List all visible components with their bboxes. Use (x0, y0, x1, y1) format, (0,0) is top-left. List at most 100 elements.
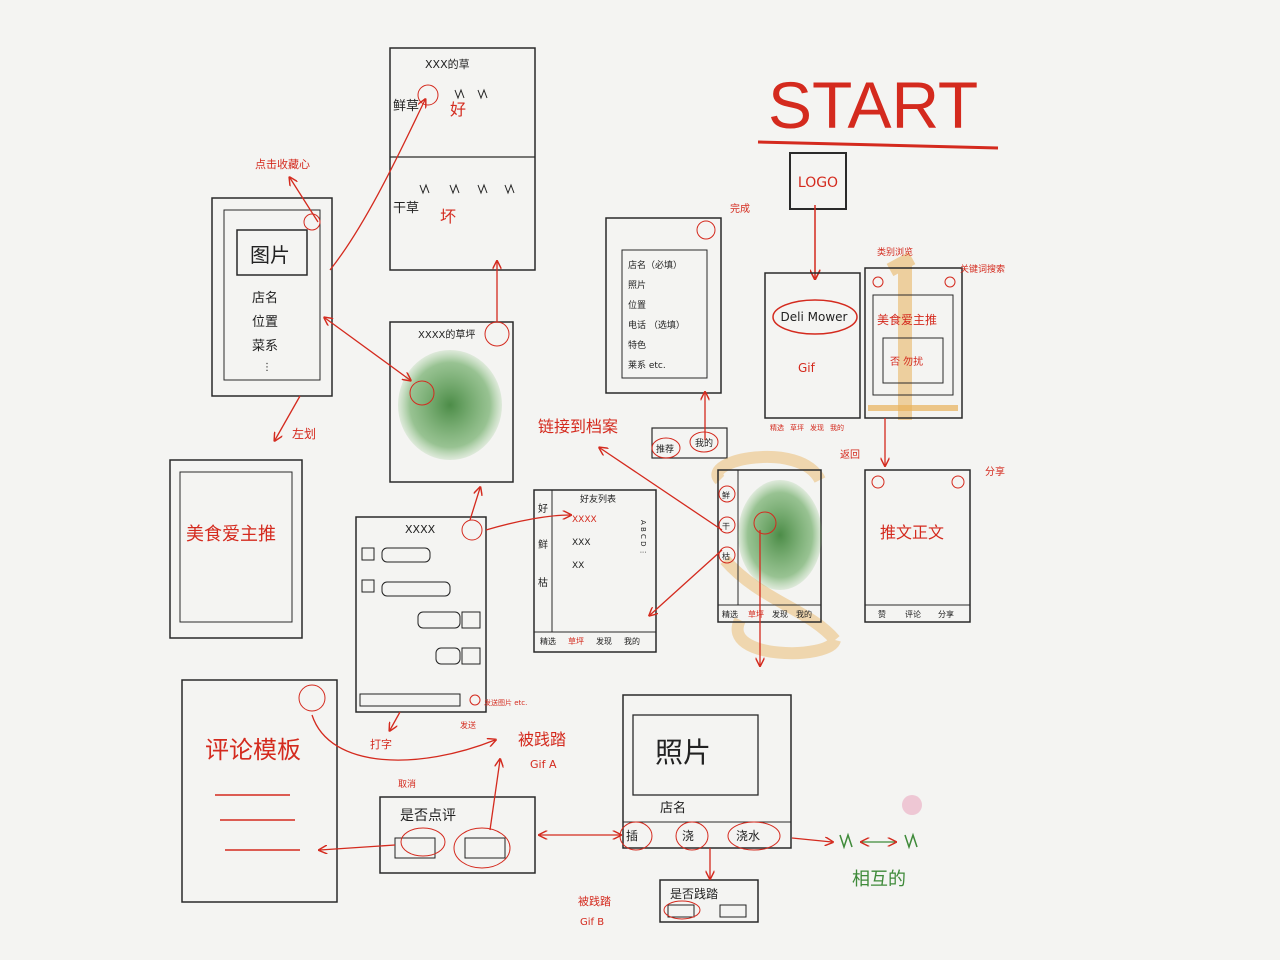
grass-mid-title: XXXX的草坪 (418, 328, 475, 341)
logo-box (789, 152, 847, 210)
svg-text:枯: 枯 (722, 551, 730, 561)
tweet-back: 返回 (840, 449, 860, 461)
svg-text:鲜草: 鲜草 (393, 99, 419, 114)
category-icon[interactable] (872, 276, 884, 288)
svg-text:干: 干 (722, 522, 730, 531)
svg-text:XX: XX (572, 561, 584, 571)
confirm-trample-text: 是否践踏 (670, 887, 718, 901)
tweet-body: 推文正文 (880, 523, 944, 542)
grass-mid-panel (389, 321, 514, 483)
review-done-icon[interactable] (298, 684, 326, 712)
confirm-trample-box (659, 879, 759, 923)
trample-text: 被践踏 (518, 730, 566, 749)
svg-text:莱系 etc.: 莱系 etc. (628, 359, 666, 371)
svg-text:A B C D ⋮: A B C D ⋮ (639, 520, 647, 556)
svg-text:我的: 我的 (624, 636, 640, 646)
svg-text:坏: 坏 (440, 207, 456, 226)
search-icon[interactable] (944, 276, 956, 288)
svg-text:店名: 店名 (252, 290, 278, 306)
edit-panel (605, 217, 722, 394)
svg-text:XXX: XXX (572, 538, 591, 548)
chat-typing: 打字 (370, 737, 392, 751)
splash-screen (764, 272, 861, 419)
svg-text:发现: 发现 (810, 423, 824, 432)
favorite-icon[interactable] (303, 213, 321, 231)
category-note: 类别浏览 (877, 246, 913, 258)
logo-label: LOGO (798, 175, 838, 191)
confirm-review-box (379, 796, 536, 874)
photo-card (622, 694, 792, 849)
svg-text:特色: 特色 (628, 339, 646, 351)
favorite-note: 点击收藏心 (255, 157, 310, 171)
svg-text:电话 （选填）: 电话 （选填） (628, 319, 685, 331)
confirm-trample-gif: Gif B (580, 917, 604, 928)
confirm-review-cancel: 取消 (398, 778, 416, 790)
grass-top-panel (389, 47, 536, 271)
svg-text:⋮: ⋮ (262, 362, 272, 373)
chat-panel (355, 516, 487, 713)
svg-text:好: 好 (538, 503, 548, 515)
link-note: 链接到档案 (538, 417, 618, 436)
done-icon[interactable] (696, 220, 716, 240)
trample-gif: Gif A (530, 758, 557, 771)
svg-text:我的: 我的 (796, 609, 812, 619)
home-title: 美食爱主推 (877, 312, 937, 327)
mutual-text: 相互的 (852, 869, 906, 890)
tweet-share: 分享 (985, 465, 1005, 478)
friends-title: 好友列表 (580, 493, 616, 505)
confirm-review-text: 是否点评 (400, 808, 456, 824)
chat-send: 发送 (460, 720, 476, 730)
photo-card-photo: 照片 (655, 736, 711, 769)
home-badge: 否 勿扰 (890, 355, 923, 368)
svg-text:赞: 赞 (878, 609, 886, 619)
svg-text:插[interactable]: 插 (626, 829, 638, 843)
chat-more: 发送图片 etc. (484, 698, 527, 707)
svg-text:精选: 精选 (770, 423, 784, 432)
friends-panel (533, 489, 657, 653)
svg-text:评论: 评论 (905, 609, 921, 619)
photo-card-name: 店名 (660, 800, 686, 816)
svg-text:浇[interactable]: 浇 (682, 829, 694, 843)
svg-text:浇水[interactable]: 浇水 (736, 829, 760, 843)
svg-text:位置: 位置 (628, 299, 646, 311)
svg-text:草坪: 草坪 (790, 423, 804, 432)
svg-text:枯: 枯 (538, 576, 548, 589)
svg-text:草坪: 草坪 (568, 636, 584, 646)
svg-text:位置: 位置 (252, 315, 278, 330)
svg-text:发现: 发现 (772, 609, 788, 619)
review-template-title: 评论模板 (205, 736, 301, 764)
splash-tabs: 精选 草坪 发现 我的 (770, 423, 844, 432)
svg-text:精选: 精选 (722, 609, 738, 619)
app-name: Deli Mower (781, 310, 848, 324)
svg-text:推荐: 推荐 (656, 443, 674, 455)
svg-text:精选: 精选 (540, 636, 556, 646)
food-panel (169, 459, 303, 639)
chat-title: XXXX (405, 523, 436, 536)
svg-text:鲜: 鲜 (538, 538, 548, 551)
food-text: 美食爱主推 (186, 524, 276, 545)
svg-text:菜系: 菜系 (252, 339, 278, 354)
svg-text:草坪: 草坪 (748, 609, 764, 619)
svg-text:鲜: 鲜 (722, 490, 730, 500)
svg-text:XXXX: XXXX (572, 515, 597, 525)
svg-text:照片: 照片 (628, 279, 646, 291)
svg-text:发现: 发现 (596, 636, 612, 646)
svg-text:分享: 分享 (938, 609, 954, 619)
swipe-note: 左划 (292, 426, 316, 441)
done-note: 完成 (730, 202, 750, 215)
svg-text:我的: 我的 (695, 437, 713, 449)
grass-top-title: XXX的草 (425, 57, 470, 71)
home-panel (864, 267, 963, 419)
confirm-trample-result: 被践踏 (578, 894, 611, 908)
detail-photo: 图片 (250, 243, 290, 267)
detail-panel (211, 197, 333, 397)
svg-text:我的: 我的 (830, 423, 844, 432)
svg-text:好: 好 (450, 100, 466, 119)
tweet-panel (864, 469, 971, 623)
svg-text:店名（必填）: 店名（必填） (628, 259, 682, 271)
start-title: START (768, 68, 978, 142)
splash-gif: Gif (798, 361, 816, 375)
svg-text:干草: 干草 (393, 201, 419, 216)
